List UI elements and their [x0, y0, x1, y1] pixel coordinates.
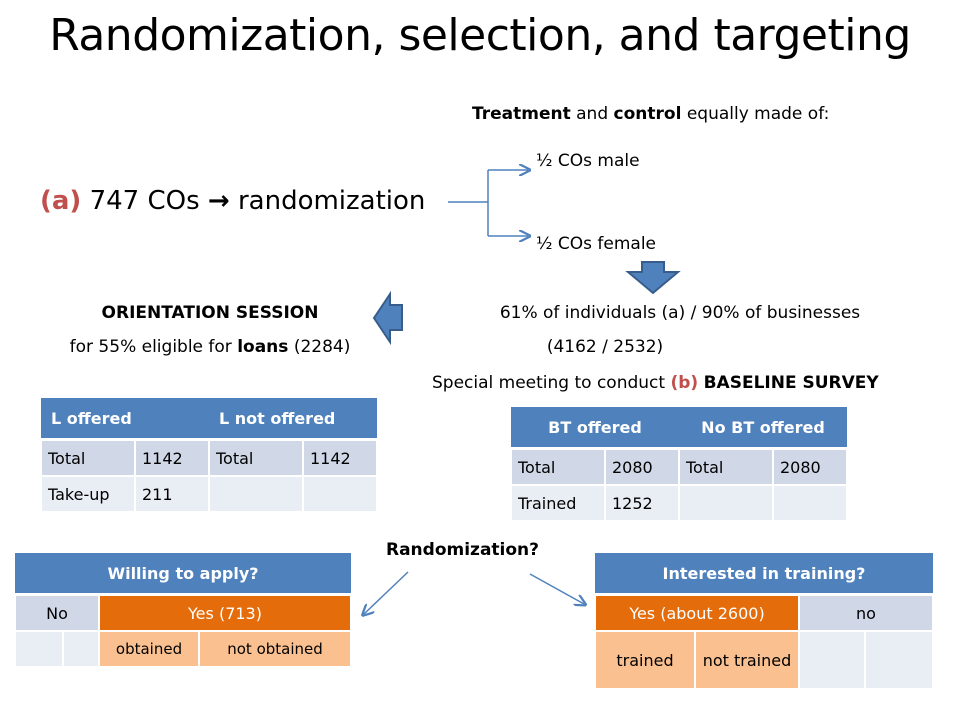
cos-count: 747 COs	[89, 186, 200, 216]
table-cell: 2080	[604, 447, 680, 486]
table-cell: Total	[208, 438, 304, 477]
randomization-word: randomization	[237, 186, 426, 216]
label-a: (a)	[40, 186, 82, 216]
table-row: No Yes (713)	[14, 593, 352, 632]
not-trained-cell: not trained	[694, 630, 800, 690]
training-header: Interested in training?	[595, 553, 933, 596]
empty-cell	[62, 630, 100, 668]
table-cell: Trained	[510, 484, 606, 522]
table-row: Take-up 211	[40, 475, 378, 513]
training-table: Interested in training? Yes (about 2600)…	[594, 553, 934, 690]
table-cell: Take-up	[40, 475, 136, 513]
and-word: and	[576, 104, 609, 124]
orientation-suffix: (2284)	[293, 337, 351, 357]
apply-header: Willing to apply?	[15, 553, 351, 596]
bt-table: BT offered No BT offered Total 2080 Tota…	[510, 407, 848, 522]
table-cell: 2080	[772, 447, 848, 486]
arrow-to-apply	[364, 571, 409, 614]
table-row: Trained 1252	[510, 484, 848, 522]
table-cell: 1252	[604, 484, 680, 522]
empty-cell	[864, 630, 934, 690]
individuals-line2: (4162 / 2532)	[546, 337, 664, 357]
no-cell: No	[14, 593, 100, 632]
slide-title: Randomization, selection, and targeting	[49, 10, 911, 61]
control-word: control	[613, 104, 682, 124]
orientation-prefix: for 55% eligible for	[69, 337, 232, 357]
special-meeting-prefix: Special meeting to conduct	[432, 373, 666, 393]
treatment-word: Treatment	[472, 104, 571, 124]
right-arrow-icon: →	[207, 186, 230, 216]
bt-header-offered: BT offered	[511, 407, 679, 450]
loans-word: loans	[237, 337, 289, 357]
down-arrow-icon	[625, 261, 681, 295]
not-obtained-cell: not obtained	[198, 630, 352, 668]
loan-table: L offered L not offered Total 1142 Total…	[40, 398, 378, 513]
treatment-control-text: Treatment and control equally made of:	[472, 104, 829, 124]
label-b: (b)	[670, 373, 699, 393]
table-cell	[208, 475, 304, 513]
obtained-cell: obtained	[98, 630, 200, 668]
table-row: Total 2080 Total 2080	[510, 447, 848, 486]
table-row: Yes (about 2600) no	[594, 593, 934, 632]
training-no-cell: no	[798, 593, 934, 632]
left-arrow-icon	[372, 290, 403, 346]
table-cell: Total	[510, 447, 606, 486]
table-row: trained not trained	[594, 630, 934, 690]
randomization-question: Randomization?	[386, 540, 540, 560]
cos-female-text: ½ COs female	[536, 234, 656, 254]
orientation-line: for 55% eligible for loans (2284)	[30, 337, 390, 357]
orientation-title-text: ORIENTATION SESSION	[101, 303, 319, 323]
baseline-survey: BASELINE SURVEY	[703, 373, 879, 393]
table-cell: 211	[134, 475, 210, 513]
table-row: obtained not obtained	[14, 630, 352, 668]
table-cell	[302, 475, 378, 513]
trained-cell: trained	[594, 630, 696, 690]
loan-header-offered: L offered	[41, 398, 209, 441]
table-cell: Total	[40, 438, 136, 477]
special-meeting-text: Special meeting to conduct (b) BASELINE …	[432, 373, 879, 393]
arrow-to-training	[529, 573, 584, 604]
table-row: Total 1142 Total 1142	[40, 438, 378, 477]
bt-header-not-offered: No BT offered	[679, 407, 847, 450]
table-cell: 1142	[134, 438, 210, 477]
apply-table: Willing to apply? No Yes (713) obtained …	[14, 553, 352, 668]
equally-text: equally made of:	[686, 104, 830, 124]
orientation-title: ORIENTATION SESSION	[40, 303, 380, 323]
empty-cell	[798, 630, 866, 690]
branch-connector	[448, 170, 528, 236]
randomization-statement: (a) 747 COs → randomization	[40, 186, 425, 216]
table-cell: 1142	[302, 438, 378, 477]
individuals-line1: 61% of individuals (a) / 90% of business…	[499, 303, 861, 323]
yes-cell: Yes (713)	[98, 593, 352, 632]
table-cell: Total	[678, 447, 774, 486]
loan-header-not-offered: L not offered	[209, 398, 377, 441]
table-cell	[678, 484, 774, 522]
table-cell	[772, 484, 848, 522]
training-yes-cell: Yes (about 2600)	[594, 593, 800, 632]
cos-male-text: ½ COs male	[536, 151, 640, 171]
empty-cell	[14, 630, 64, 668]
